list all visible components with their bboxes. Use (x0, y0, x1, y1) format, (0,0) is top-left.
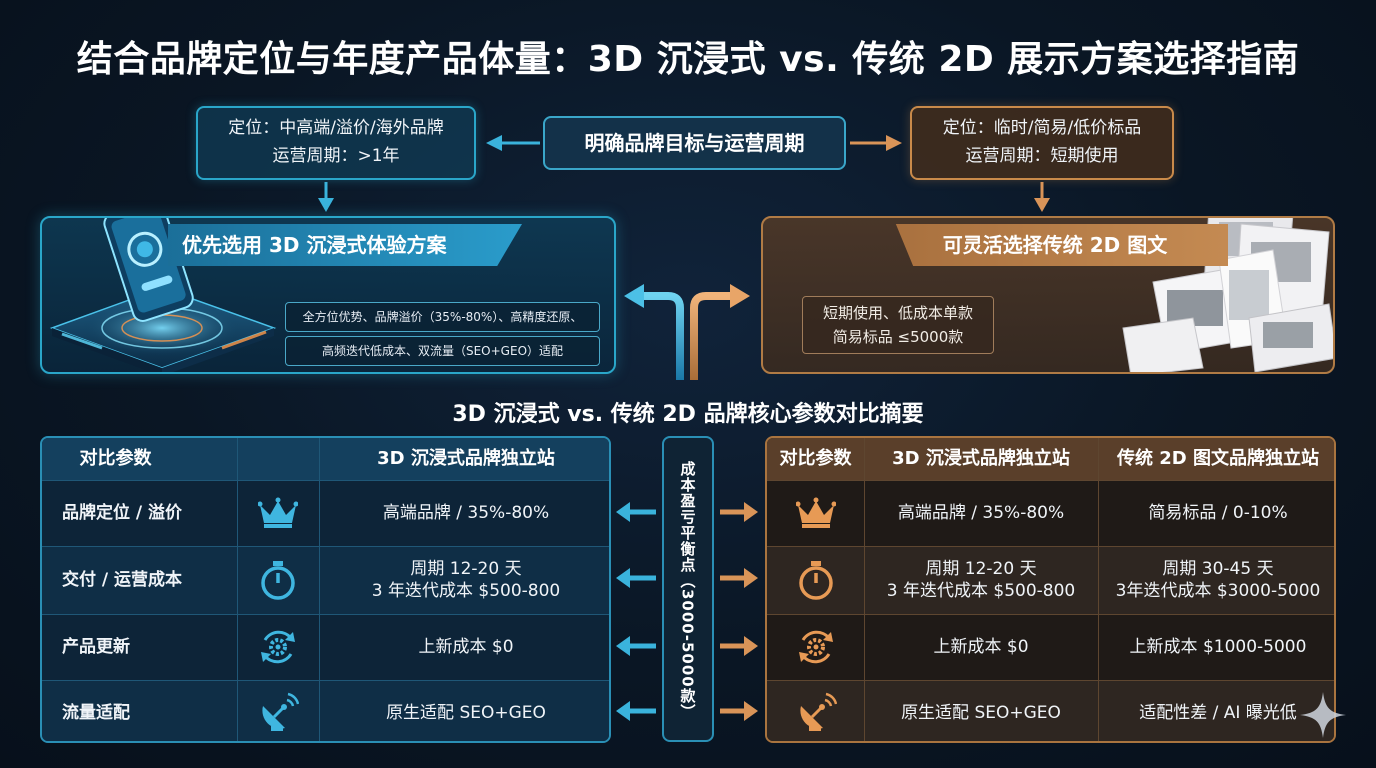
page-title: 结合品牌定位与年度产品体量：3D 沉浸式 vs. 传统 2D 展示方案选择指南 (76, 39, 1300, 80)
cell-3d-traffic: 原生适配 SEO+GEO (901, 702, 1061, 723)
arrow-budget-down-icon (1034, 182, 1050, 212)
split-arrow-blue-icon (624, 284, 684, 380)
cell-2d-cost: 周期 30-45 天 3年迭代成本 $3000-5000 (1098, 546, 1334, 614)
row-arrow-blue-icon (616, 701, 656, 721)
arrow-premium-down-icon (318, 182, 334, 212)
row-label-traffic: 流量适配 (62, 702, 130, 723)
column-divider (1098, 438, 1099, 741)
column-divider (237, 438, 238, 741)
row-divider (42, 614, 609, 615)
breakeven-label: 成本盈亏平衡点（3000-5000款） (678, 460, 697, 720)
table-header-row (42, 438, 609, 480)
budget-positioning-line: 定位：临时/简易/低价标品 (942, 118, 1142, 138)
table-row-band (767, 680, 1334, 741)
cell-3d-update: 上新成本 $0 (418, 637, 514, 657)
cell-3d-cost-line1: 周期 12-20 天 (410, 559, 522, 579)
cell-3d-positioning: 高端品牌 / 35%-80% (897, 503, 1065, 523)
header-param: 对比参数 (779, 448, 852, 469)
table-row-band (42, 680, 609, 741)
row-divider (767, 480, 1334, 481)
row-divider (42, 480, 609, 481)
table-row-band (42, 546, 609, 614)
cell-2d-update: 上新成本 $1000-5000 (1129, 637, 1307, 657)
row-arrow-blue-icon (616, 502, 656, 522)
phone-hologram-illustration-icon (49, 218, 277, 372)
cell-3d-traffic: 原生适配 SEO+GEO (386, 702, 546, 723)
panel-3d-note-line1: 全方位优势、品牌溢价（35%-80%）、高精度还原、 (285, 302, 600, 332)
cell-2d-positioning: 简易标品 / 0-10% (1148, 503, 1288, 523)
cell-2d-cost-line1: 周期 30-45 天 (1162, 559, 1274, 579)
row-label-cost: 交付 / 运营成本 (62, 570, 183, 590)
column-divider (319, 438, 320, 741)
row-arrow-blue-icon (616, 636, 656, 656)
cell-3d-cost-line1: 周期 12-20 天 (925, 559, 1037, 579)
gear-refresh-icon (767, 614, 864, 680)
row-arrow-blue-icon (616, 568, 656, 588)
row-arrow-orange-icon (720, 502, 758, 522)
cell-3d-positioning: 高端品牌 / 35%-80% (382, 503, 550, 523)
row-arrow-orange-icon (720, 636, 758, 656)
table-row-band (767, 546, 1334, 614)
header-3d: 3D 沉浸式品牌独立站 (377, 448, 555, 469)
row-arrows (616, 502, 758, 721)
panel-2d-note-line1: 短期使用、低成本单款 (822, 304, 973, 322)
row-divider (42, 546, 609, 547)
cell-3d-cost: 周期 12-20 天 3 年迭代成本 $500-800 (319, 546, 609, 614)
comparison-table-3d-vs-2d: 对比参数 3D 沉浸式品牌独立站 传统 2D 图文品牌独立站 高端品牌 / 35… (765, 436, 1336, 743)
panel-2d-note-line2: 简易标品 ≤5000款 (832, 328, 964, 346)
goal-box: 明确品牌目标与运营周期 (543, 116, 846, 170)
header-2d: 传统 2D 图文品牌独立站 (1117, 448, 1319, 469)
stopwatch-icon (767, 546, 864, 614)
split-arrow-orange-icon (690, 284, 750, 380)
cell-3d-cost: 周期 12-20 天 3 年迭代成本 $500-800 (864, 546, 1098, 614)
header-param: 对比参数 (79, 448, 152, 469)
panel-2d-note: 短期使用、低成本单款 简易标品 ≤5000款 (802, 296, 994, 354)
row-label-positioning: 品牌定位 / 溢价 (62, 503, 183, 523)
comparison-table-3d: 对比参数 3D 沉浸式品牌独立站 品牌定位 / 溢价 高端品牌 / 35%-80… (40, 436, 611, 743)
crown-icon (767, 480, 864, 546)
row-arrow-orange-icon (720, 568, 758, 588)
cell-3d-cost-line2: 3 年迭代成本 $500-800 (371, 581, 561, 601)
satellite-dish-icon (767, 680, 864, 741)
sparkle-icon (1300, 692, 1346, 738)
row-label-update: 产品更新 (62, 637, 130, 657)
table-header-row (767, 438, 1334, 480)
crown-icon (237, 480, 319, 546)
comparison-title: 3D 沉浸式 vs. 传统 2D 品牌核心参数对比摘要 (452, 402, 924, 427)
row-divider (42, 680, 609, 681)
panel-2d-label: 可灵活选择传统 2D 图文 (895, 224, 1228, 266)
panel-3d-note-line2: 高频迭代低成本、双流量（SEO+GEO）适配 (285, 336, 600, 366)
header-3d: 3D 沉浸式品牌独立站 (892, 448, 1070, 469)
budget-positioning-box: 定位：临时/简易/低价标品 运营周期：短期使用 (910, 106, 1174, 180)
premium-cycle-line: 运营周期：>1年 (272, 146, 400, 166)
row-divider (767, 680, 1334, 681)
premium-positioning-box: 定位：中高端/溢价/海外品牌 运营周期：>1年 (196, 106, 476, 180)
stopwatch-icon (237, 546, 319, 614)
row-divider (767, 614, 1334, 615)
row-arrow-orange-icon (720, 701, 758, 721)
arrow-goal-to-budget-icon (850, 135, 902, 151)
cell-3d-update: 上新成本 $0 (933, 637, 1029, 657)
breakeven-pill (662, 436, 714, 742)
cell-3d-cost-line2: 3 年迭代成本 $500-800 (886, 581, 1076, 601)
premium-positioning-line: 定位：中高端/溢价/海外品牌 (228, 118, 444, 138)
budget-cycle-line: 运营周期：短期使用 (965, 146, 1119, 166)
gear-refresh-icon (237, 614, 319, 680)
satellite-dish-icon (237, 680, 319, 741)
column-divider (864, 438, 865, 741)
arrow-goal-to-premium-icon (486, 135, 540, 151)
cell-2d-traffic: 适配性差 / AI 曝光低 (1139, 702, 1297, 723)
cell-2d-cost-line2: 3年迭代成本 $3000-5000 (1115, 581, 1321, 601)
panel-3d-label: 优先选用 3D 沉浸式体验方案 (168, 224, 522, 266)
row-divider (767, 546, 1334, 547)
